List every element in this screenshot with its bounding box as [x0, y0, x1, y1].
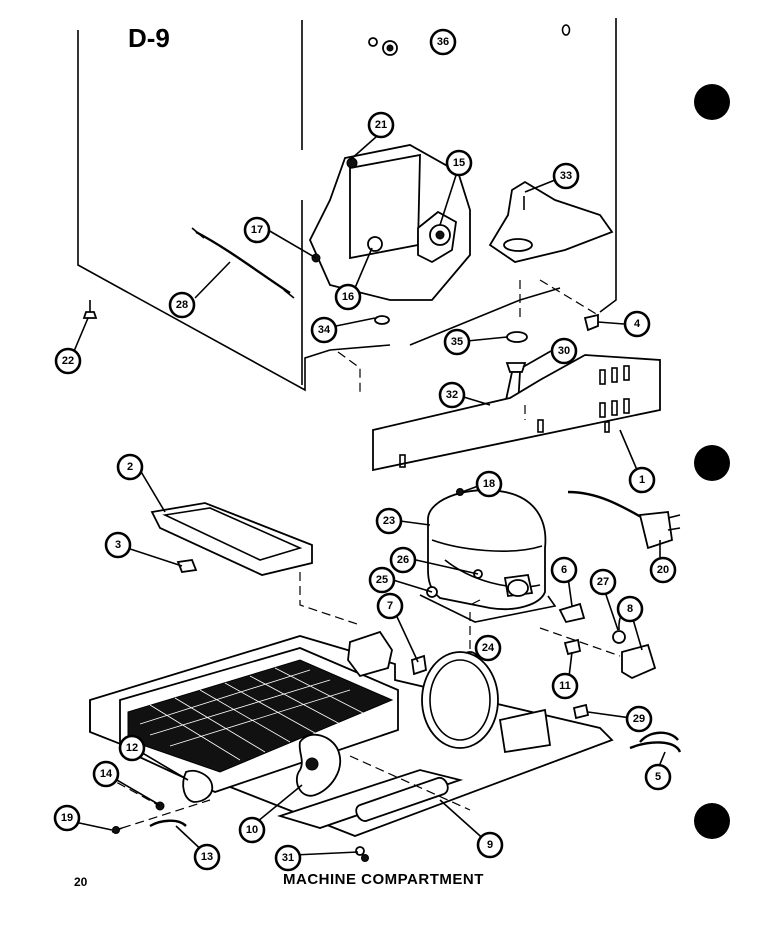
callout-26: 26	[389, 546, 417, 574]
svg-text:28: 28	[176, 299, 188, 311]
callout-3: 3	[104, 531, 132, 559]
callout-6: 6	[550, 556, 578, 584]
assembly-lines	[104, 280, 621, 829]
svg-text:14: 14	[100, 768, 113, 780]
svg-text:9: 9	[487, 839, 493, 851]
callout-24: 24	[474, 634, 502, 662]
callout-33: 33	[552, 162, 580, 190]
knob-assembly	[368, 37, 398, 56]
svg-text:27: 27	[597, 576, 609, 588]
callout-22: 22	[54, 347, 82, 375]
callout-17: 17	[243, 216, 271, 244]
callout-31: 31	[274, 844, 302, 872]
callout-36: 36	[429, 28, 457, 56]
callout-34: 34	[310, 316, 338, 344]
page-number: 20	[74, 875, 88, 889]
svg-text:20: 20	[657, 564, 669, 576]
svg-text:21: 21	[375, 119, 387, 131]
svg-text:36: 36	[437, 36, 449, 48]
callout-21: 21	[367, 111, 395, 139]
svg-text:32: 32	[446, 389, 458, 401]
svg-text:18: 18	[483, 478, 495, 490]
callout-28: 28	[168, 291, 196, 319]
svg-text:16: 16	[342, 291, 354, 303]
callout-4: 4	[623, 310, 651, 338]
callout-1: 1	[628, 466, 656, 494]
svg-text:35: 35	[451, 336, 463, 348]
callout-16: 16	[334, 283, 362, 311]
control-bracket-assembly	[309, 144, 471, 301]
punch-hole-middle	[694, 445, 730, 481]
punch-hole-bottom	[694, 803, 730, 839]
power-cord	[567, 490, 681, 550]
callout-10: 10	[238, 816, 266, 844]
svg-text:8: 8	[627, 603, 633, 615]
svg-text:31: 31	[282, 852, 294, 864]
callout-14: 14	[92, 760, 120, 788]
svg-text:11: 11	[559, 680, 571, 692]
svg-text:23: 23	[383, 515, 395, 527]
heater-wire	[191, 227, 295, 299]
svg-text:30: 30	[558, 345, 570, 357]
callout-5: 5	[644, 763, 672, 791]
callout-20: 20	[649, 556, 677, 584]
callout-7: 7	[376, 592, 404, 620]
diagram-header: D-9	[128, 23, 170, 53]
callout-25: 25	[368, 566, 396, 594]
callout-23: 23	[375, 507, 403, 535]
machine-base	[89, 630, 614, 862]
back-panel	[372, 354, 661, 472]
callout-9: 9	[476, 831, 504, 859]
callout-27: 27	[589, 568, 617, 596]
svg-text:25: 25	[376, 574, 388, 586]
callout-19: 19	[53, 804, 81, 832]
callout-8: 8	[616, 595, 644, 623]
mounting-bracket	[539, 279, 599, 332]
diagram-caption: MACHINE COMPARTMENT	[283, 871, 484, 888]
svg-text:15: 15	[453, 157, 465, 169]
callout-29: 29	[625, 705, 653, 733]
callout-11: 11	[551, 672, 579, 700]
svg-text:5: 5	[655, 771, 661, 783]
svg-text:4: 4	[634, 318, 641, 330]
callout-35: 35	[443, 328, 471, 356]
svg-text:22: 22	[62, 355, 74, 367]
svg-text:12: 12	[126, 742, 138, 754]
drip-tray	[150, 502, 313, 576]
svg-text:19: 19	[61, 812, 73, 824]
svg-text:2: 2	[127, 461, 133, 473]
callout-15: 15	[445, 149, 473, 177]
punch-hole-top	[694, 84, 730, 120]
callout-2: 2	[116, 453, 144, 481]
svg-text:10: 10	[246, 824, 258, 836]
svg-text:13: 13	[201, 851, 213, 863]
svg-text:3: 3	[115, 539, 121, 551]
binder-holes	[694, 84, 730, 839]
drain-tray-bracket	[488, 180, 614, 263]
callout-32: 32	[438, 381, 466, 409]
svg-text:33: 33	[560, 170, 572, 182]
callout-30: 30	[550, 337, 578, 365]
callout-13: 13	[193, 843, 221, 871]
callout-12: 12	[118, 734, 146, 762]
svg-text:1: 1	[639, 474, 645, 486]
svg-text:34: 34	[318, 324, 331, 336]
svg-text:26: 26	[397, 554, 409, 566]
callout-18: 18	[475, 470, 503, 498]
svg-text:17: 17	[251, 224, 263, 236]
svg-text:29: 29	[633, 713, 645, 725]
svg-text:7: 7	[387, 600, 393, 612]
svg-text:24: 24	[482, 642, 495, 654]
svg-text:6: 6	[561, 564, 567, 576]
